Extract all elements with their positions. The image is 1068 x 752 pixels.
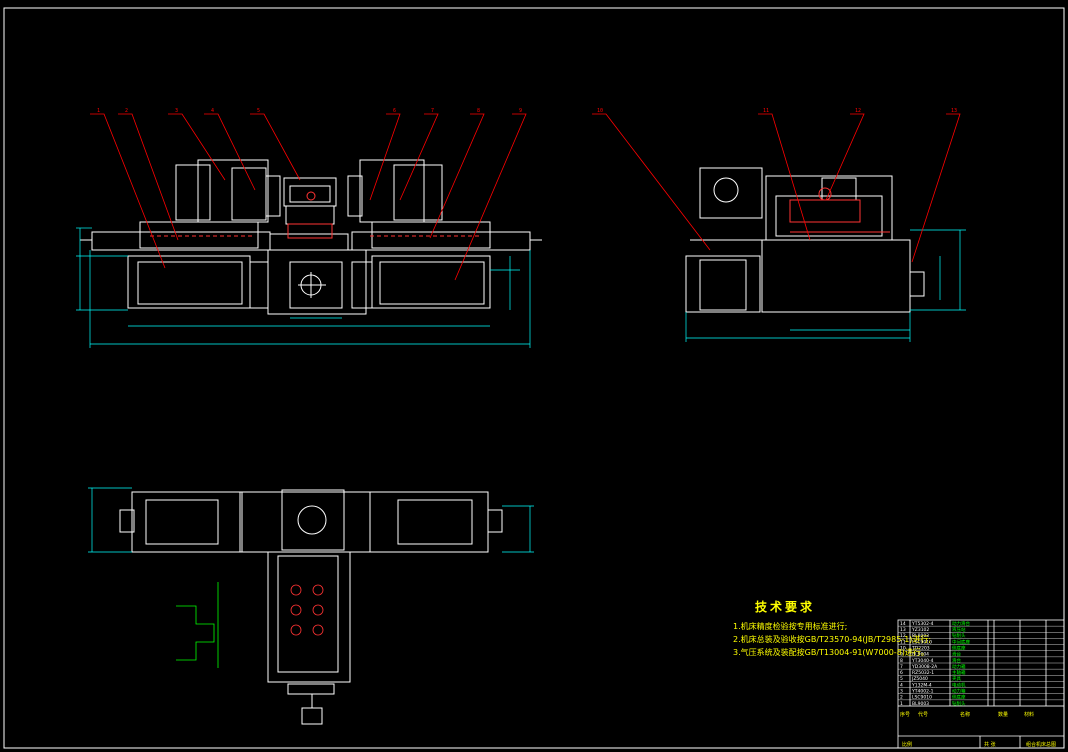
- title-block-cell: 13: [900, 627, 906, 633]
- callout-number: 8: [477, 108, 480, 114]
- top-view-dimensions: [88, 487, 534, 553]
- scale-label: 比例: [902, 741, 912, 748]
- title-block-cell: 钻削头: [952, 632, 966, 639]
- title-block-cell: Y132M-4: [911, 682, 932, 688]
- title-block-cell: 侧底座: [952, 645, 966, 652]
- title-block-cell: BL9004: [912, 652, 929, 658]
- title-block-cell: LSC9010: [912, 639, 932, 645]
- title-block-cell: 5: [900, 676, 903, 682]
- title-block-cell: 6: [900, 670, 903, 676]
- callout-number: 4: [211, 108, 214, 114]
- title-block-cell: BL8003: [912, 633, 929, 639]
- callout-number: 1: [97, 108, 100, 114]
- top-view: [119, 489, 503, 725]
- side-view: [685, 167, 925, 313]
- title-block-cell: TD2203: [911, 646, 930, 652]
- fixture-detail: [176, 582, 219, 668]
- title-block-cell: 9: [900, 652, 903, 658]
- front-view-leaders: [90, 113, 527, 281]
- title-block-header: 名称: [960, 711, 970, 718]
- tech-requirement-line-2: 2.机床总装及验收按GB/T23570-94(JB/T2985-1)进行;: [733, 635, 932, 644]
- front-view: [80, 159, 542, 315]
- title-block-cell: 滑台: [952, 657, 961, 664]
- top-view-parts: [290, 584, 324, 636]
- sheet-border: [3, 7, 1065, 749]
- title-block-header: 代号: [918, 711, 928, 718]
- callout-number: 12: [855, 108, 861, 114]
- title-block-header: 序号: [900, 711, 910, 718]
- sheet-label: 共 张: [984, 741, 996, 748]
- title-block-cell: 夹具: [952, 675, 961, 682]
- title-block-cell: RZ5032-1: [912, 670, 934, 676]
- side-view-leaders: [592, 113, 961, 263]
- callout-number: 9: [519, 108, 522, 114]
- title-block-cell: YZ3102: [911, 627, 929, 633]
- title-block-cell: 钻削头: [952, 700, 966, 707]
- title-block-cell: 11: [900, 639, 906, 645]
- title-block-cell: 液压站: [952, 626, 966, 633]
- drawing-title: 组合机床总图: [1026, 741, 1056, 748]
- title-block-cell: 滑台: [952, 651, 961, 658]
- title-block-cell: 动力箱: [952, 663, 966, 670]
- title-block-header: 数量: [998, 711, 1008, 718]
- title-block-cell: 7: [900, 664, 903, 670]
- title-block-cell: BL9003: [912, 701, 929, 707]
- side-view-dimensions: [685, 229, 966, 342]
- title-block-header: 材料: [1024, 711, 1034, 718]
- callout-number: 3: [175, 108, 178, 114]
- title-block-cell: YD3008-2A: [911, 664, 938, 670]
- title-block-cell: 3: [900, 689, 903, 695]
- title-block-cell: 中间底座: [952, 638, 970, 645]
- title-block-cell: 4: [900, 682, 903, 688]
- title-block-cell: LSC9010: [912, 695, 932, 701]
- title-block-cell: YT3040-4: [911, 658, 934, 664]
- front-view-dimensions: [76, 227, 531, 348]
- callout-number: 11: [763, 108, 769, 114]
- title-block-cell: 主轴箱: [952, 669, 966, 676]
- tech-requirement-line-3: 3.气压系统及装配按GB/T13004-91(W7000-8)进行。: [733, 648, 929, 657]
- title-block-cell: JZ5040: [911, 676, 928, 682]
- title-block-cell: 侧底座: [952, 694, 966, 701]
- side-view-parts: [789, 187, 890, 233]
- title-block-cell: 12: [900, 633, 906, 639]
- callout-number: 10: [597, 108, 603, 114]
- tech-requirement-line-1: 1.机床精度检验按专用标准进行;: [733, 622, 848, 631]
- title-block-cell: 动力滑台: [952, 620, 970, 627]
- callout-number: 13: [951, 108, 957, 114]
- callout-number: 7: [431, 108, 434, 114]
- tech-requirements-title: 技术要求: [755, 600, 816, 614]
- title-block-cell: 10: [900, 646, 906, 652]
- title-block-cell: 1: [900, 701, 903, 707]
- title-block-cell: YT4002-1: [911, 689, 934, 695]
- title-block-cell: 动力箱: [952, 688, 966, 695]
- callout-number: 2: [125, 108, 128, 114]
- title-block-cell: 8: [900, 658, 903, 664]
- title-block-cell: 2: [900, 695, 903, 701]
- callout-number: 5: [257, 108, 260, 114]
- title-block-cell: 电动机: [952, 681, 966, 688]
- title-block-cell: YT5302-4: [911, 621, 934, 627]
- tech-requirements: 技术要求 1.机床精度检验按专用标准进行; 2.机床总装及验收按GB/T2357…: [733, 598, 931, 659]
- callout-number: 6: [393, 108, 396, 114]
- front-view-parts: [150, 191, 480, 239]
- title-block-cell: 14: [900, 621, 906, 627]
